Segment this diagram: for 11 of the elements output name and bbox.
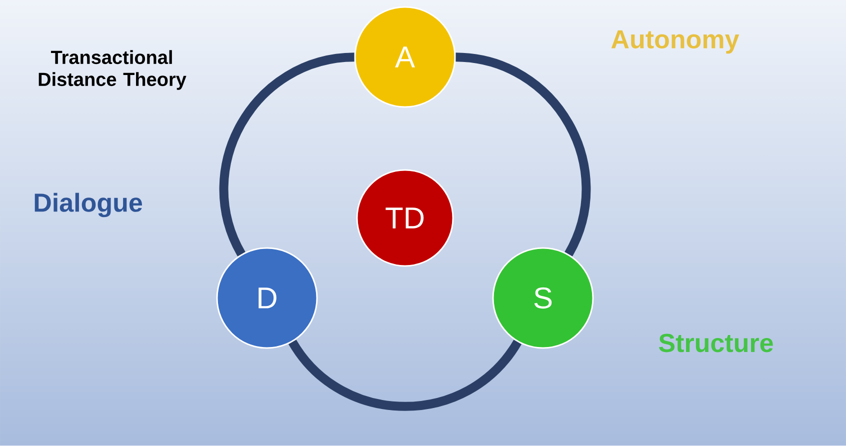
circle-node: A [354, 6, 456, 108]
ring-arc [219, 52, 355, 256]
title: Transactional Distance Theory [38, 50, 186, 90]
side-label: Autonomy [611, 30, 740, 54]
circle-node: S [492, 247, 594, 349]
circle-node: D [216, 247, 318, 349]
ring-arc [288, 339, 522, 411]
ring-arc [455, 52, 591, 256]
side-label: Dialogue [34, 192, 142, 218]
circle-node: TD [356, 169, 454, 267]
side-label: Structure [658, 334, 773, 352]
